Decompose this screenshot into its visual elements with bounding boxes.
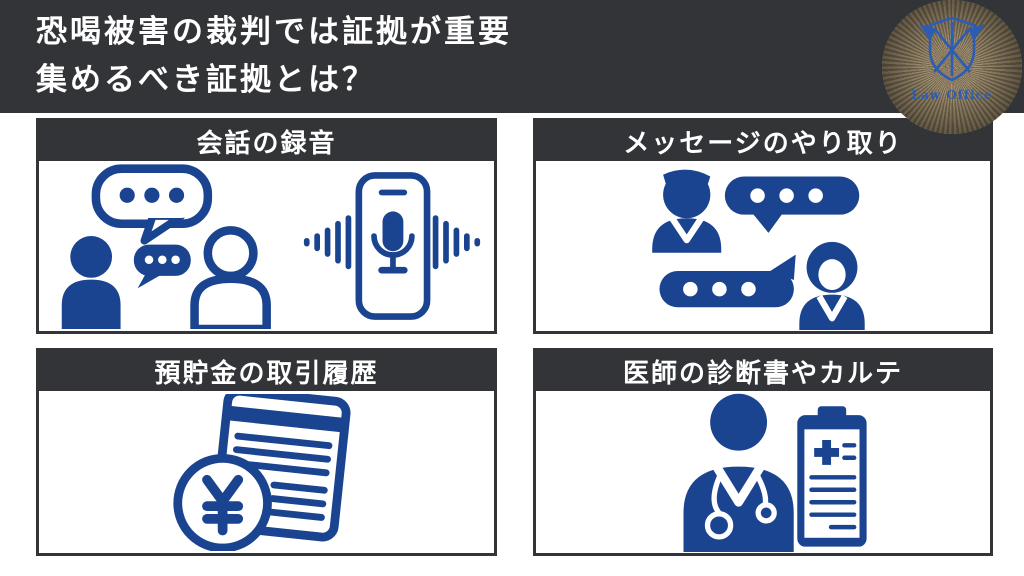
- message-exchange-icon: [652, 169, 865, 330]
- card-bank-history: 預貯金の取引履歴: [36, 348, 497, 556]
- card-medical-header: 医師の診断書やカルテ: [536, 351, 990, 391]
- card-medical-body: [536, 391, 990, 553]
- card-bank-header: 預貯金の取引履歴: [39, 351, 494, 391]
- card-message-label: メッセージのやり取り: [623, 128, 903, 159]
- crest-icon: [920, 16, 984, 82]
- card-medical-certificate: 医師の診断書やカルテ: [533, 348, 993, 556]
- card-message-exchange: メッセージのやり取り: [533, 118, 993, 334]
- bankbook-yen-icon: [173, 393, 351, 551]
- page-title-line2: 集めるべき証拠とは？: [36, 62, 376, 98]
- card-conversation-header: 会話の録音: [39, 121, 494, 161]
- card-conversation-label: 会話の録音: [196, 128, 337, 159]
- page-title-line1: 恐喝被害の裁判では証拠が重要: [36, 14, 512, 50]
- doctor-chart-icon: [683, 393, 867, 552]
- card-message-header: メッセージのやり取り: [536, 121, 990, 161]
- card-message-body: [536, 161, 990, 331]
- card-conversation-body: [39, 161, 494, 331]
- conversation-icon: [61, 164, 271, 329]
- card-medical-label: 医師の診断書やカルテ: [622, 358, 903, 389]
- phone-recording-icon: [303, 172, 480, 320]
- card-bank-label: 預貯金の取引履歴: [154, 358, 379, 389]
- card-conversation-recording: 会話の録音: [36, 118, 497, 334]
- logo-caption: Law Office: [911, 88, 993, 102]
- law-office-logo: Law Office: [882, 0, 1022, 134]
- page-title: 恐喝被害の裁判では証拠が重要 集めるべき証拠とは？: [36, 8, 512, 104]
- title-band: 恐喝被害の裁判では証拠が重要 集めるべき証拠とは？: [0, 0, 1024, 113]
- card-bank-body: [39, 391, 494, 553]
